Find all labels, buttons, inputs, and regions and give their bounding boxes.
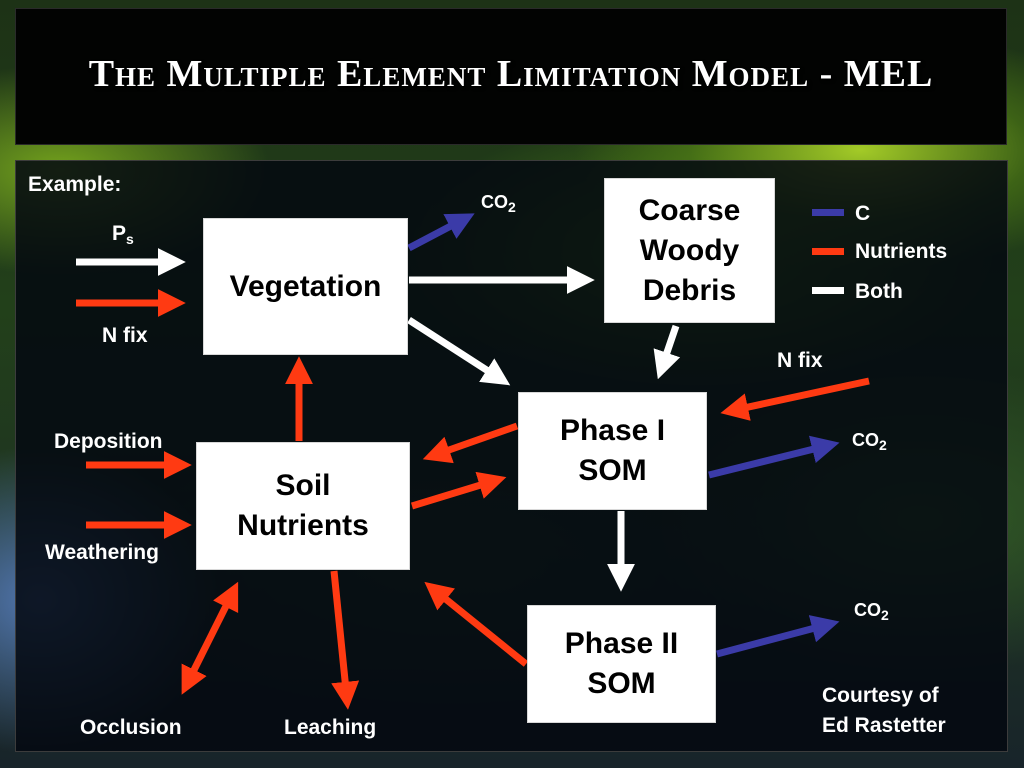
nfix-right-arrow bbox=[720, 377, 870, 421]
courtesy-line1: Courtesy of bbox=[822, 684, 939, 707]
phase1-co2-arrow bbox=[708, 435, 840, 479]
cwd-to-phase1-arrow bbox=[653, 324, 681, 380]
legend-swatch-both bbox=[812, 287, 844, 294]
vegetation-co2-arrow bbox=[407, 213, 475, 252]
occlusion-label: Occlusion bbox=[80, 716, 182, 739]
nfix-right-label: N fix bbox=[777, 349, 823, 372]
slide-title: The Multiple Element Limitation Model - … bbox=[88, 53, 934, 95]
leaching-arrow bbox=[330, 570, 360, 710]
nfix-left-label: N fix bbox=[102, 324, 148, 347]
occlusion-arrow bbox=[181, 581, 239, 695]
soil-nutrients-label: Soil Nutrients bbox=[237, 469, 369, 542]
example-label: Example: bbox=[28, 173, 122, 196]
soil-nutrients-box: Soil Nutrients bbox=[196, 442, 410, 570]
legend-label-c: C bbox=[855, 202, 871, 225]
courtesy-line2: Ed Rastetter bbox=[822, 714, 946, 737]
deposition-label: Deposition bbox=[54, 430, 163, 453]
coarse-woody-debris-box: Coarse Woody Debris bbox=[604, 178, 775, 323]
co2-vegetation-label: CO2 bbox=[481, 192, 516, 215]
legend-swatch-nutrients bbox=[812, 248, 844, 255]
phase1-to-soil-arrow bbox=[422, 422, 519, 464]
phase2-som-label: Phase II SOM bbox=[564, 627, 679, 700]
vegetation-to-phase1-arrow bbox=[407, 317, 511, 386]
phase2-som-box: Phase II SOM bbox=[527, 605, 716, 723]
leaching-label: Leaching bbox=[284, 716, 377, 739]
coarse-woody-debris-label: Coarse Woody Debris bbox=[638, 193, 741, 307]
legend-label-nutrients: Nutrients bbox=[855, 240, 948, 263]
phase1-som-box: Phase I SOM bbox=[518, 392, 707, 510]
ps-label: Ps bbox=[112, 222, 134, 247]
phase2-to-soil-arrow bbox=[424, 581, 529, 667]
legend-label-both: Both bbox=[855, 280, 903, 303]
phase1-som-label: Phase I SOM bbox=[559, 414, 666, 487]
phase2-co2-arrow bbox=[716, 615, 840, 658]
vegetation-box: Vegetation bbox=[203, 218, 408, 355]
title-bar bbox=[15, 8, 1007, 145]
co2-phase1-label: CO2 bbox=[852, 430, 887, 453]
legend-swatch-c bbox=[812, 209, 844, 216]
co2-phase2-label: CO2 bbox=[854, 600, 889, 623]
weathering-label: Weathering bbox=[45, 541, 159, 564]
soil-to-phase1-arrow bbox=[410, 471, 507, 510]
vegetation-label: Vegetation bbox=[229, 269, 382, 303]
